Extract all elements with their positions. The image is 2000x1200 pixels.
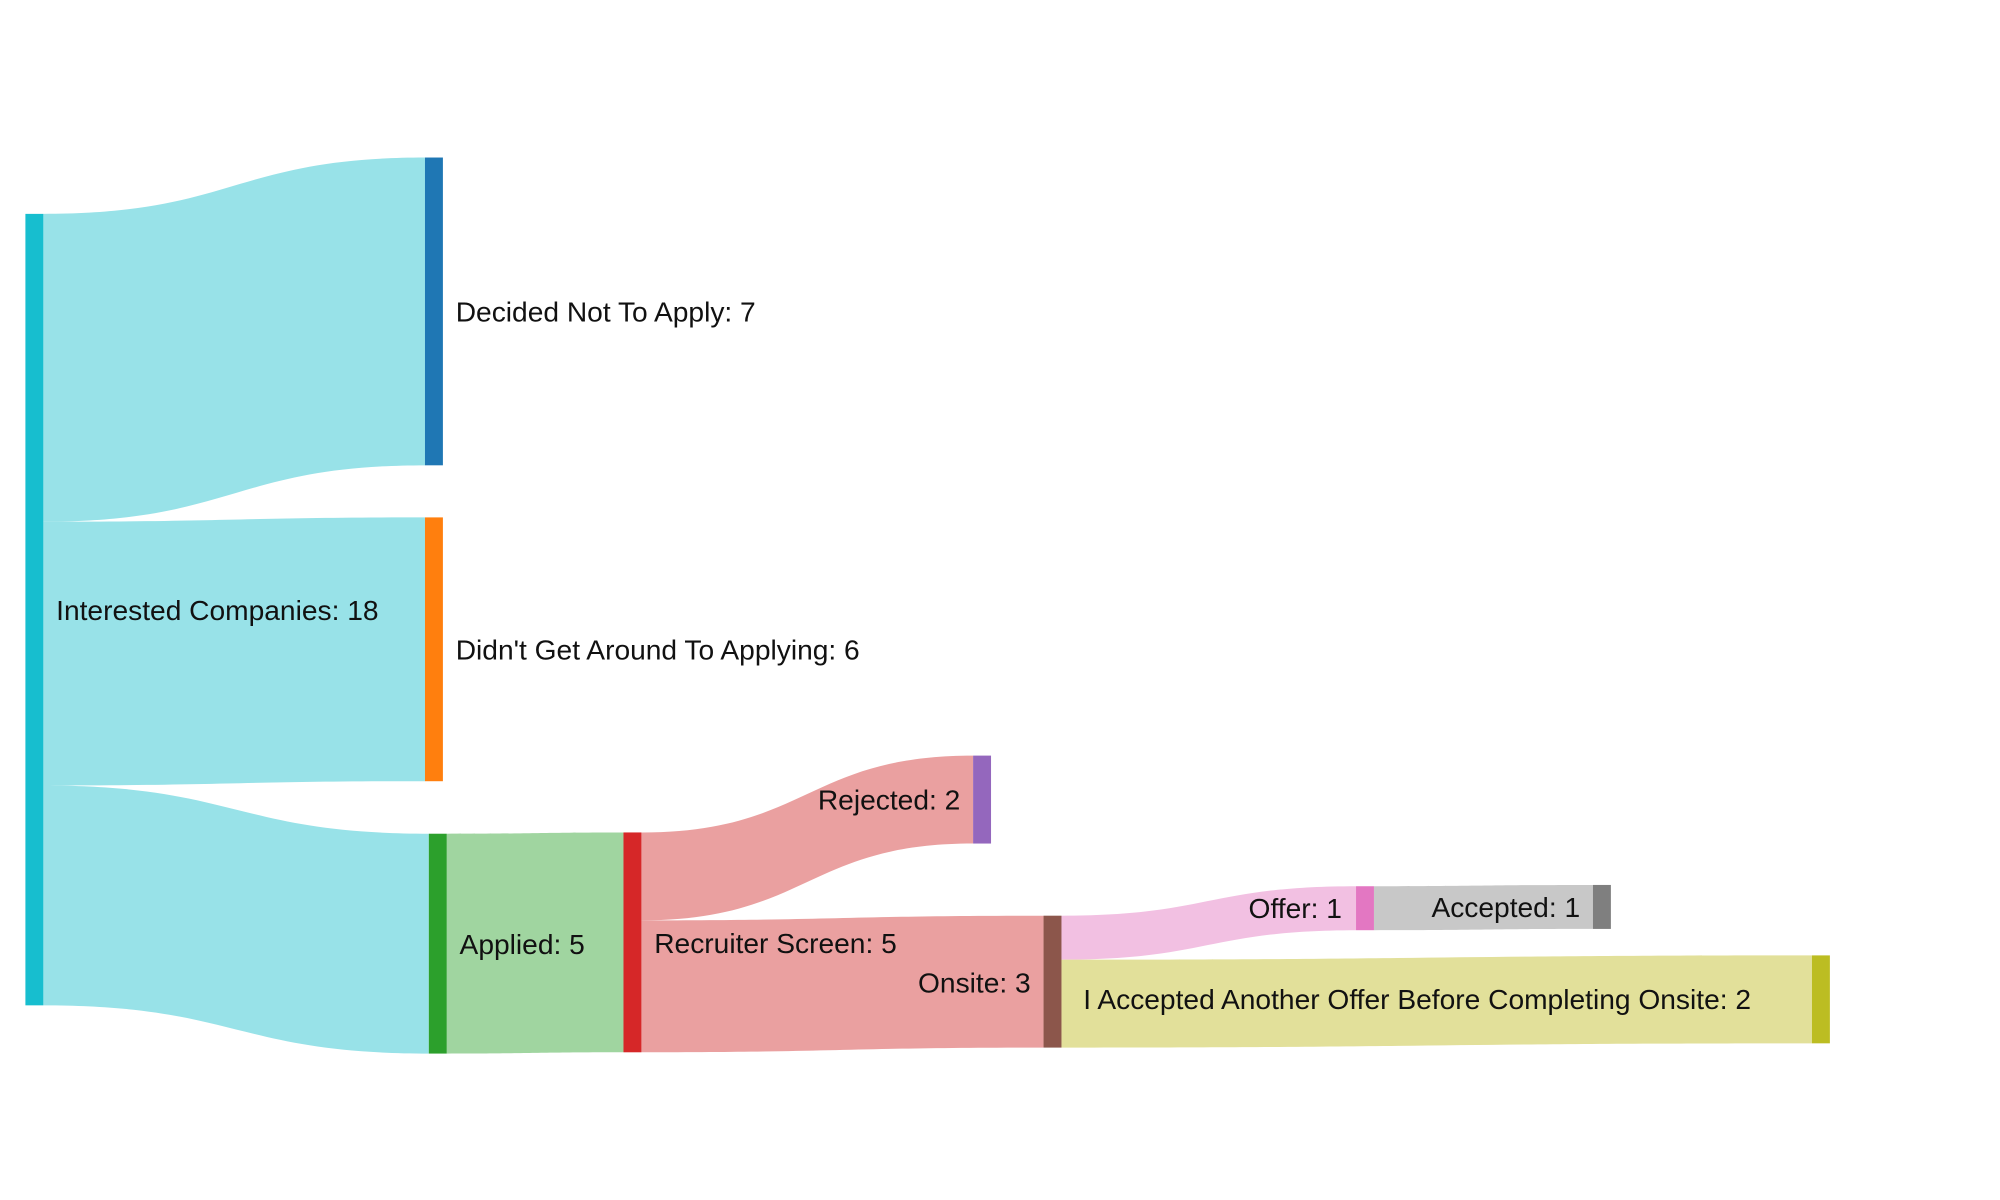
node-label-decided-not-to-apply: Decided Not To Apply: 7: [456, 295, 756, 327]
link-onsite-to-offer: [1061, 886, 1357, 960]
node-interested-companies: [25, 213, 44, 1006]
node-label-accepted: Accepted: 1: [1431, 891, 1580, 923]
node-accepted: [1592, 884, 1611, 929]
node-label-applied: Applied: 5: [460, 928, 585, 960]
node-decided-not-to-apply: [424, 157, 443, 466]
link-recruiter-screen-to-rejected: [641, 755, 974, 921]
node-label-offer: Offer: 1: [1249, 892, 1342, 924]
node-recruiter-screen: [623, 832, 642, 1053]
node-rejected: [973, 755, 992, 844]
node-label-onsite: Onsite: 3: [918, 967, 1031, 999]
node-onsite: [1043, 915, 1062, 1048]
node-label-accepted-another-offer: I Accepted Another Offer Before Completi…: [1083, 983, 1751, 1015]
link-applied-to-recruiter-screen: [446, 832, 624, 1054]
link-interested-companies-to-applied: [43, 785, 429, 1054]
link-interested-companies-to-didn-t-get-around-to-applying: [43, 517, 425, 786]
link-onsite-to-i-accepted-another-offer-before-completing-onsite: [1061, 955, 1812, 1048]
labels-layer: Interested Companies: 18 Decided Not To …: [56, 295, 1751, 1015]
link-offer-to-accepted: [1373, 884, 1593, 931]
node-didn-t-get-around-to-applying: [424, 517, 443, 782]
nodes-layer: [25, 157, 1830, 1054]
link-recruiter-screen-to-onsite: [641, 915, 1044, 1053]
node-i-accepted-another-offer-before-completing-onsite: [1811, 955, 1830, 1044]
link-interested-companies-to-decided-not-to-apply: [43, 157, 425, 522]
node-label-didnt-get-around: Didn't Get Around To Applying: 6: [456, 634, 860, 666]
node-applied: [428, 833, 447, 1054]
node-offer: [1356, 886, 1374, 931]
node-label-rejected: Rejected: 2: [818, 783, 960, 815]
node-label-interested-companies: Interested Companies: 18: [56, 594, 378, 626]
node-label-recruiter-screen: Recruiter Screen: 5: [654, 927, 897, 959]
links-layer: [43, 157, 1812, 1054]
